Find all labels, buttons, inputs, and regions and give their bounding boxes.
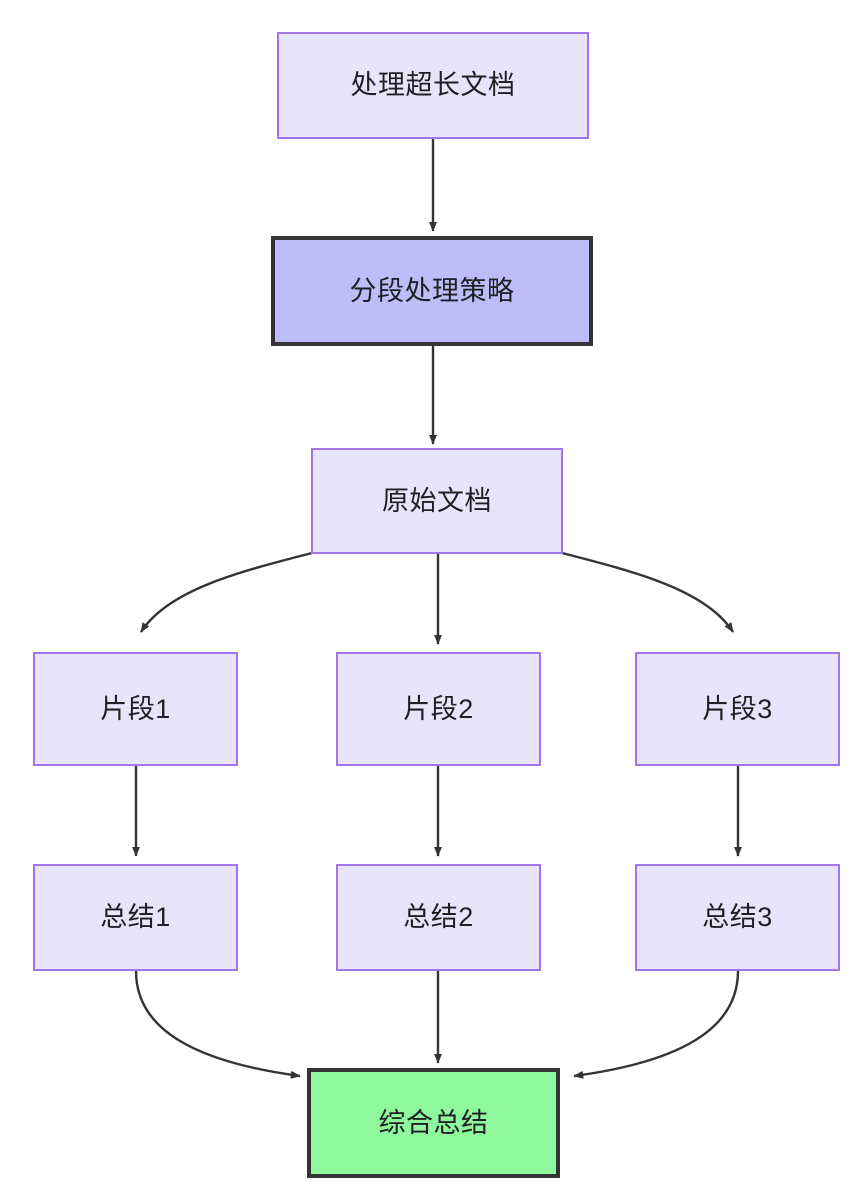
node-chunk3-label: 片段3 — [702, 693, 773, 724]
node-summary2[interactable]: 总结2 — [336, 864, 541, 971]
node-strategy[interactable]: 分段处理策略 — [271, 236, 593, 346]
node-summary2-label: 总结2 — [403, 902, 474, 933]
node-summary3[interactable]: 总结3 — [635, 864, 840, 971]
node-doc-task[interactable]: 处理超长文档 — [277, 32, 589, 139]
edge-summary1-to-final — [134, 970, 301, 1079]
node-chunk2-label: 片段2 — [403, 693, 474, 724]
node-summary1-label: 总结1 — [100, 902, 171, 933]
node-summary1[interactable]: 总结1 — [33, 864, 238, 971]
node-chunk2[interactable]: 片段2 — [336, 652, 541, 766]
edge-source-doc-to-chunk3 — [561, 551, 735, 633]
node-doc-task-label: 处理超长文档 — [350, 70, 516, 101]
node-summary3-label: 总结3 — [702, 902, 773, 933]
edge-source-doc-to-chunk1 — [139, 551, 313, 633]
node-final-summary-label: 综合总结 — [378, 1107, 489, 1138]
node-chunk1[interactable]: 片段1 — [33, 652, 238, 766]
node-source-doc-label: 原始文档 — [382, 485, 492, 516]
node-chunk1-label: 片段1 — [100, 693, 171, 724]
node-final-summary[interactable]: 综合总结 — [307, 1068, 560, 1178]
node-source-doc[interactable]: 原始文档 — [311, 448, 563, 554]
edge-summary3-to-final — [573, 970, 740, 1079]
node-chunk3[interactable]: 片段3 — [635, 652, 840, 766]
node-strategy-label: 分段处理策略 — [349, 275, 515, 306]
